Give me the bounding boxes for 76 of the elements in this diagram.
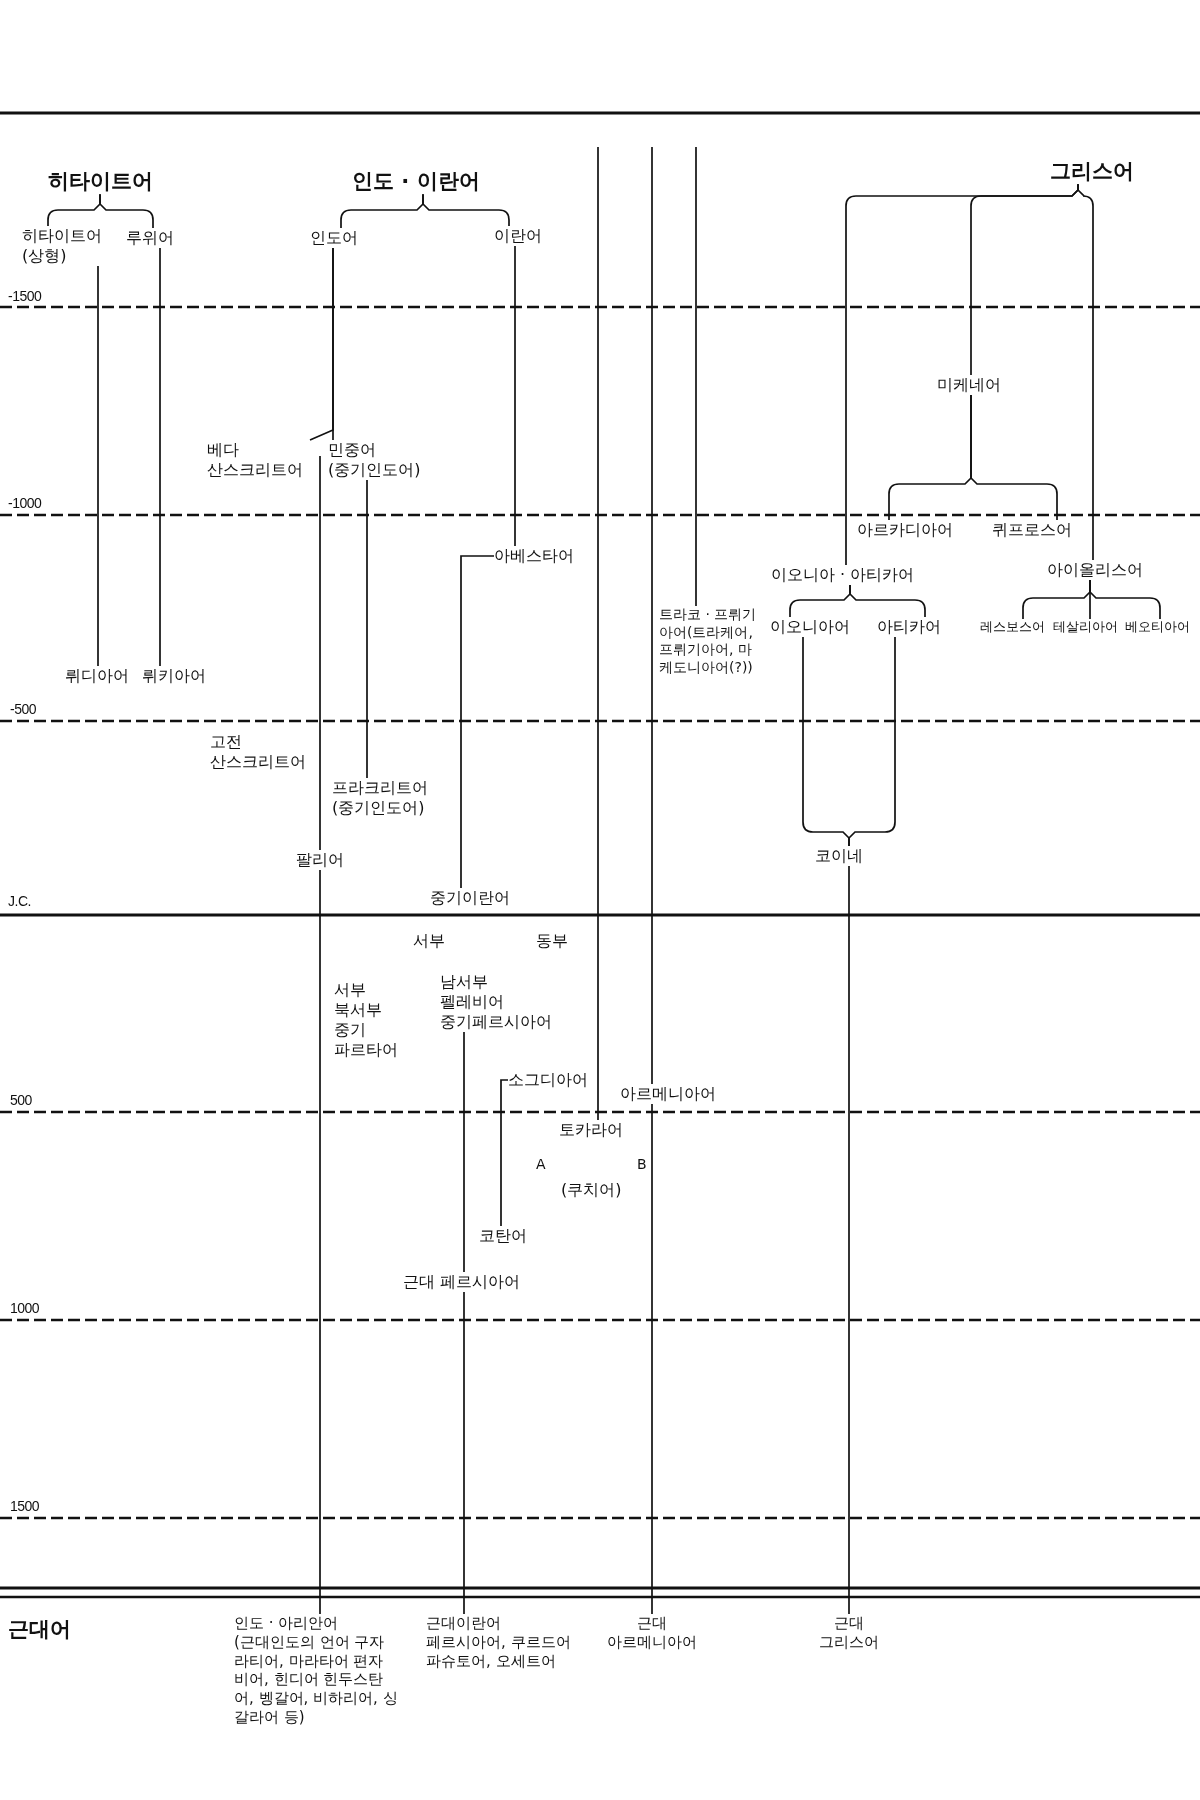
language-label: 아이올리스어	[1047, 560, 1143, 580]
brace-connector	[1077, 183, 1094, 561]
language-label: 서부 북서부 중기 파르타어	[334, 980, 398, 1060]
language-label: 중기이란어	[430, 888, 510, 908]
language-label: 베다 산스크리트어	[207, 440, 319, 480]
branch-line	[319, 455, 321, 851]
language-label: 뤼키아어	[142, 666, 206, 686]
branch-line	[332, 247, 334, 441]
language-label: 퀴프로스어	[992, 520, 1072, 540]
language-label: 근대 페르시아어	[403, 1272, 521, 1292]
language-label: 이란어	[494, 226, 542, 246]
group-heading: 히타이트어	[48, 168, 153, 195]
language-label: 아티카어	[877, 617, 941, 637]
language-label: 레스보스어	[980, 619, 1045, 636]
language-label: 미케네어	[937, 375, 1001, 395]
branch-line	[500, 1079, 509, 1227]
subgroup-heading: 동부	[536, 931, 568, 951]
edge-label: 고전 산스크리트어	[210, 732, 306, 772]
language-label: 인도 · 아리안어	[234, 1614, 340, 1633]
branch-line	[463, 1291, 465, 1615]
brace-connector	[99, 193, 154, 229]
language-label: 뤼디아어	[65, 666, 129, 686]
language-label: 코이네	[815, 846, 863, 866]
language-label: 소그디아어	[508, 1070, 588, 1090]
language-label: 근대 아르메니아어	[607, 1614, 697, 1652]
group-heading: 그리스어	[1050, 158, 1134, 185]
language-label: 트라코 · 프뤼기아어(트라케어, 프뤼기아어, 마케도니아어(?))	[659, 606, 759, 676]
branch-line	[848, 865, 850, 1615]
branch-line	[366, 479, 368, 779]
language-label: 이오니아어	[770, 617, 850, 637]
branch-line	[651, 146, 653, 1085]
brace-connector	[970, 394, 1058, 521]
branch-line	[695, 146, 697, 607]
language-label: 프라크리트어 (중기인도어)	[332, 778, 428, 818]
year-label: 1500	[10, 1498, 40, 1516]
language-label: 민중어 (중기인도어)	[328, 440, 421, 480]
variant-label: A	[536, 1156, 546, 1174]
era-heading: 근대어	[8, 1616, 71, 1643]
group-heading: 인도 · 이란어	[352, 168, 480, 195]
branch-line	[460, 555, 495, 889]
variant-label: B	[637, 1156, 647, 1174]
brace-connector	[422, 193, 510, 227]
year-label: -1500	[8, 288, 42, 306]
language-label: 근대이란어	[426, 1614, 502, 1633]
branch-line	[97, 265, 99, 667]
branch-line	[651, 1103, 653, 1615]
year-label: 1000	[10, 1300, 40, 1318]
era-label: J.C.	[8, 893, 31, 911]
language-label: 코탄어	[479, 1226, 527, 1246]
language-label: 루위어	[126, 228, 174, 248]
language-label: 아베스타어	[494, 546, 574, 566]
year-label: -1000	[8, 495, 42, 513]
language-list: 페르시아어, 쿠르드어 파슈토어, 오세트어	[426, 1632, 574, 1671]
branch-line	[597, 146, 599, 1121]
brace-connector	[849, 584, 926, 618]
language-label: 근대 그리스어	[819, 1614, 879, 1652]
language-label: 테살리아어	[1053, 619, 1118, 636]
language-label: 아르메니아어	[620, 1084, 716, 1104]
branch-line	[514, 245, 516, 547]
subgroup-heading: 서부	[413, 931, 445, 951]
language-list: (근대인도의 언어 구자라티어, 마라타어 편자비어, 힌디어 힌두스탄어, 벵갈어, 비하리어, 싱갈라어 등)	[234, 1632, 398, 1727]
language-label: (쿠치어)	[561, 1180, 622, 1200]
year-label: 500	[10, 1092, 32, 1110]
year-label: -500	[10, 701, 37, 719]
brace-connector	[848, 636, 896, 847]
language-label: 베오티아어	[1125, 619, 1190, 636]
branch-line	[463, 1031, 465, 1273]
language-label: 토카라어	[559, 1120, 623, 1140]
language-label: 히타이트어 (상형)	[22, 226, 102, 266]
language-label: 팔리어	[296, 850, 344, 870]
language-label: 인도어	[310, 228, 358, 248]
language-label: 아르카디아어	[857, 520, 953, 540]
branch-line	[319, 869, 321, 1615]
language-label: 남서부 펠레비어 중기페르시아어	[440, 972, 552, 1032]
branch-line	[159, 247, 161, 667]
language-label: 이오니아 · 아티카어	[771, 565, 915, 585]
